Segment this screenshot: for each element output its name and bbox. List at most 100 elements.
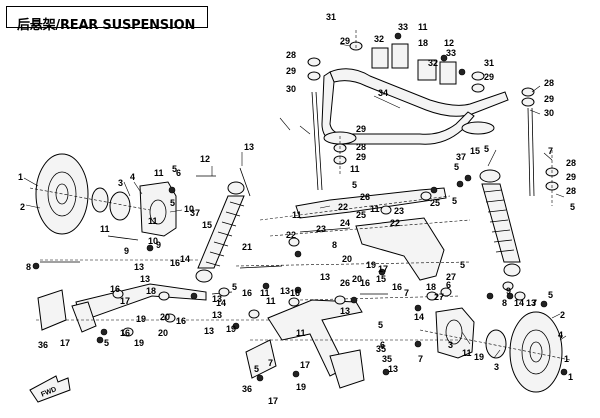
callout-1: 1 <box>568 372 573 382</box>
callout-29: 29 <box>356 124 366 134</box>
callout-5: 5 <box>232 282 237 292</box>
callout-7: 7 <box>532 298 537 308</box>
left-guard-plate <box>37 289 67 331</box>
callout-13: 13 <box>140 274 150 284</box>
callout-5: 5 <box>548 290 553 300</box>
left-brake-disc <box>29 153 177 237</box>
diagram-title: 后悬架/REAR SUSPENSION <box>17 18 196 33</box>
callout-26: 26 <box>360 192 370 202</box>
callout-32: 32 <box>428 58 438 68</box>
callout-16: 16 <box>290 288 300 298</box>
callout-19: 19 <box>134 338 144 348</box>
leader-lines <box>23 43 567 359</box>
callout-4: 4 <box>558 330 563 340</box>
callout-22: 22 <box>338 202 348 212</box>
callout-16: 16 <box>120 328 130 338</box>
callout-1: 1 <box>564 354 569 364</box>
callout-11: 11 <box>260 288 270 298</box>
callout-29: 29 <box>340 36 350 46</box>
callout-28: 28 <box>356 142 366 152</box>
callout-35: 35 <box>382 354 392 364</box>
callout-28: 28 <box>566 158 576 168</box>
callout-13: 13 <box>212 310 222 320</box>
callout-7: 7 <box>418 354 423 364</box>
callout-25: 25 <box>430 198 440 208</box>
callout-13: 13 <box>204 326 214 336</box>
callout-7: 7 <box>268 358 273 368</box>
callout-14: 14 <box>216 298 226 308</box>
callout-15: 15 <box>202 220 212 230</box>
callout-3: 3 <box>494 362 499 372</box>
callout-5: 5 <box>452 196 457 206</box>
callout-34: 34 <box>378 88 388 98</box>
callout-16: 16 <box>110 284 120 294</box>
callout-1: 1 <box>18 172 23 182</box>
callout-29: 29 <box>286 66 296 76</box>
callout-11: 11 <box>370 204 380 214</box>
callout-5: 5 <box>104 338 109 348</box>
callout-29: 29 <box>566 172 576 182</box>
callout-36: 36 <box>242 384 252 394</box>
callout-16: 16 <box>392 282 402 292</box>
callout-31: 31 <box>326 12 336 22</box>
callout-14: 14 <box>180 254 190 264</box>
callout-30: 30 <box>544 108 554 118</box>
callout-20: 20 <box>342 254 352 264</box>
forward-arrow: FWD <box>29 375 71 403</box>
callout-17: 17 <box>378 264 388 274</box>
callout-27: 27 <box>446 272 456 282</box>
callout-19: 19 <box>474 352 484 362</box>
callout-11: 11 <box>296 328 306 338</box>
callout-14: 14 <box>414 312 424 322</box>
callout-5: 5 <box>484 144 489 154</box>
callout-16: 16 <box>360 278 370 288</box>
callout-2: 2 <box>20 202 25 212</box>
callout-8: 8 <box>26 262 31 272</box>
callout-18: 18 <box>418 38 428 48</box>
callout-35: 35 <box>376 344 386 354</box>
callout-30: 30 <box>286 84 296 94</box>
right-guard-plate <box>245 339 277 379</box>
callout-5: 5 <box>254 364 259 374</box>
callout-12: 12 <box>200 154 210 164</box>
callout-17: 17 <box>300 360 310 370</box>
callout-11: 11 <box>462 348 472 358</box>
callout-11: 11 <box>418 22 428 32</box>
callout-13: 13 <box>134 262 144 272</box>
callout-16: 16 <box>242 288 252 298</box>
callout-16: 16 <box>176 316 186 326</box>
callout-5: 5 <box>172 164 177 174</box>
callout-18: 18 <box>146 286 156 296</box>
callout-10: 10 <box>148 236 158 246</box>
callout-15: 15 <box>376 274 386 284</box>
callout-3: 3 <box>118 178 123 188</box>
callout-23: 23 <box>394 206 404 216</box>
callout-17: 17 <box>268 396 278 406</box>
callout-13: 13 <box>526 298 536 308</box>
callout-6: 6 <box>176 168 181 178</box>
callout-19: 19 <box>226 324 236 334</box>
callout-16: 16 <box>170 258 180 268</box>
callout-11: 11 <box>266 296 276 306</box>
callout-33: 33 <box>398 22 408 32</box>
callout-6: 6 <box>446 280 451 290</box>
callout-37: 37 <box>190 208 200 218</box>
callout-20: 20 <box>160 312 170 322</box>
callout-9: 9 <box>506 286 511 296</box>
callout-5: 5 <box>460 260 465 270</box>
callout-19: 19 <box>366 260 376 270</box>
callout-4: 4 <box>130 172 135 182</box>
fasteners <box>32 174 568 382</box>
callout-5: 5 <box>378 320 383 330</box>
callout-20: 20 <box>352 274 362 284</box>
callout-36: 36 <box>38 340 48 350</box>
callout-28: 28 <box>286 50 296 60</box>
callout-13: 13 <box>280 286 290 296</box>
callout-37: 37 <box>456 152 466 162</box>
callout-19: 19 <box>136 314 146 324</box>
callout-31: 31 <box>484 58 494 68</box>
callout-5: 5 <box>570 202 575 212</box>
callout-29: 29 <box>484 72 494 82</box>
left-shock-absorber <box>195 181 245 283</box>
